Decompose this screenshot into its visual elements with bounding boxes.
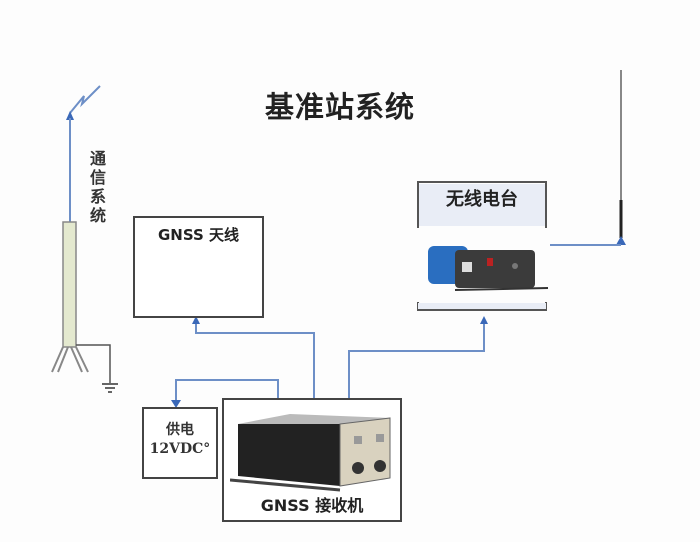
radio-frame bbox=[417, 181, 547, 311]
power-supply-box: 供电 12VDC° bbox=[142, 407, 218, 479]
gnss-receiver-label: GNSS 接收机 bbox=[260, 496, 364, 515]
arrow-up-icon bbox=[480, 316, 488, 324]
arrow-up-icon bbox=[616, 236, 626, 245]
page-title: 基准站系统 bbox=[264, 90, 415, 124]
radio-whip-antenna bbox=[550, 70, 626, 246]
lightning-signal-icon bbox=[69, 85, 101, 114]
ground-icon bbox=[102, 383, 118, 393]
arrow-down-icon bbox=[171, 400, 181, 408]
comm-system-label: 通信系统 bbox=[87, 150, 106, 226]
arrow-up-icon bbox=[66, 111, 74, 120]
radio-label: 无线电台 bbox=[446, 189, 518, 210]
radio-device-image bbox=[428, 246, 549, 291]
receiver-to-antenna-line bbox=[195, 322, 315, 398]
receiver-to-power-line bbox=[175, 379, 279, 402]
power-label: 供电 bbox=[166, 422, 194, 438]
arrow-up-icon bbox=[192, 316, 200, 324]
pole-legs bbox=[51, 346, 89, 373]
pole-mast bbox=[62, 221, 77, 348]
comm-pole bbox=[51, 85, 118, 393]
gnss-receiver-box: GNSS 接收机 bbox=[222, 398, 402, 522]
receiver-device-image bbox=[230, 414, 391, 492]
ground-wire bbox=[76, 344, 111, 384]
gnss-antenna-label: GNSS 天线 bbox=[157, 226, 240, 244]
connector-lines bbox=[175, 322, 485, 402]
gnss-antenna-box: GNSS 天线 bbox=[133, 216, 264, 318]
power-voltage: 12VDC° bbox=[149, 441, 211, 457]
receiver-to-radio-line bbox=[348, 322, 485, 398]
